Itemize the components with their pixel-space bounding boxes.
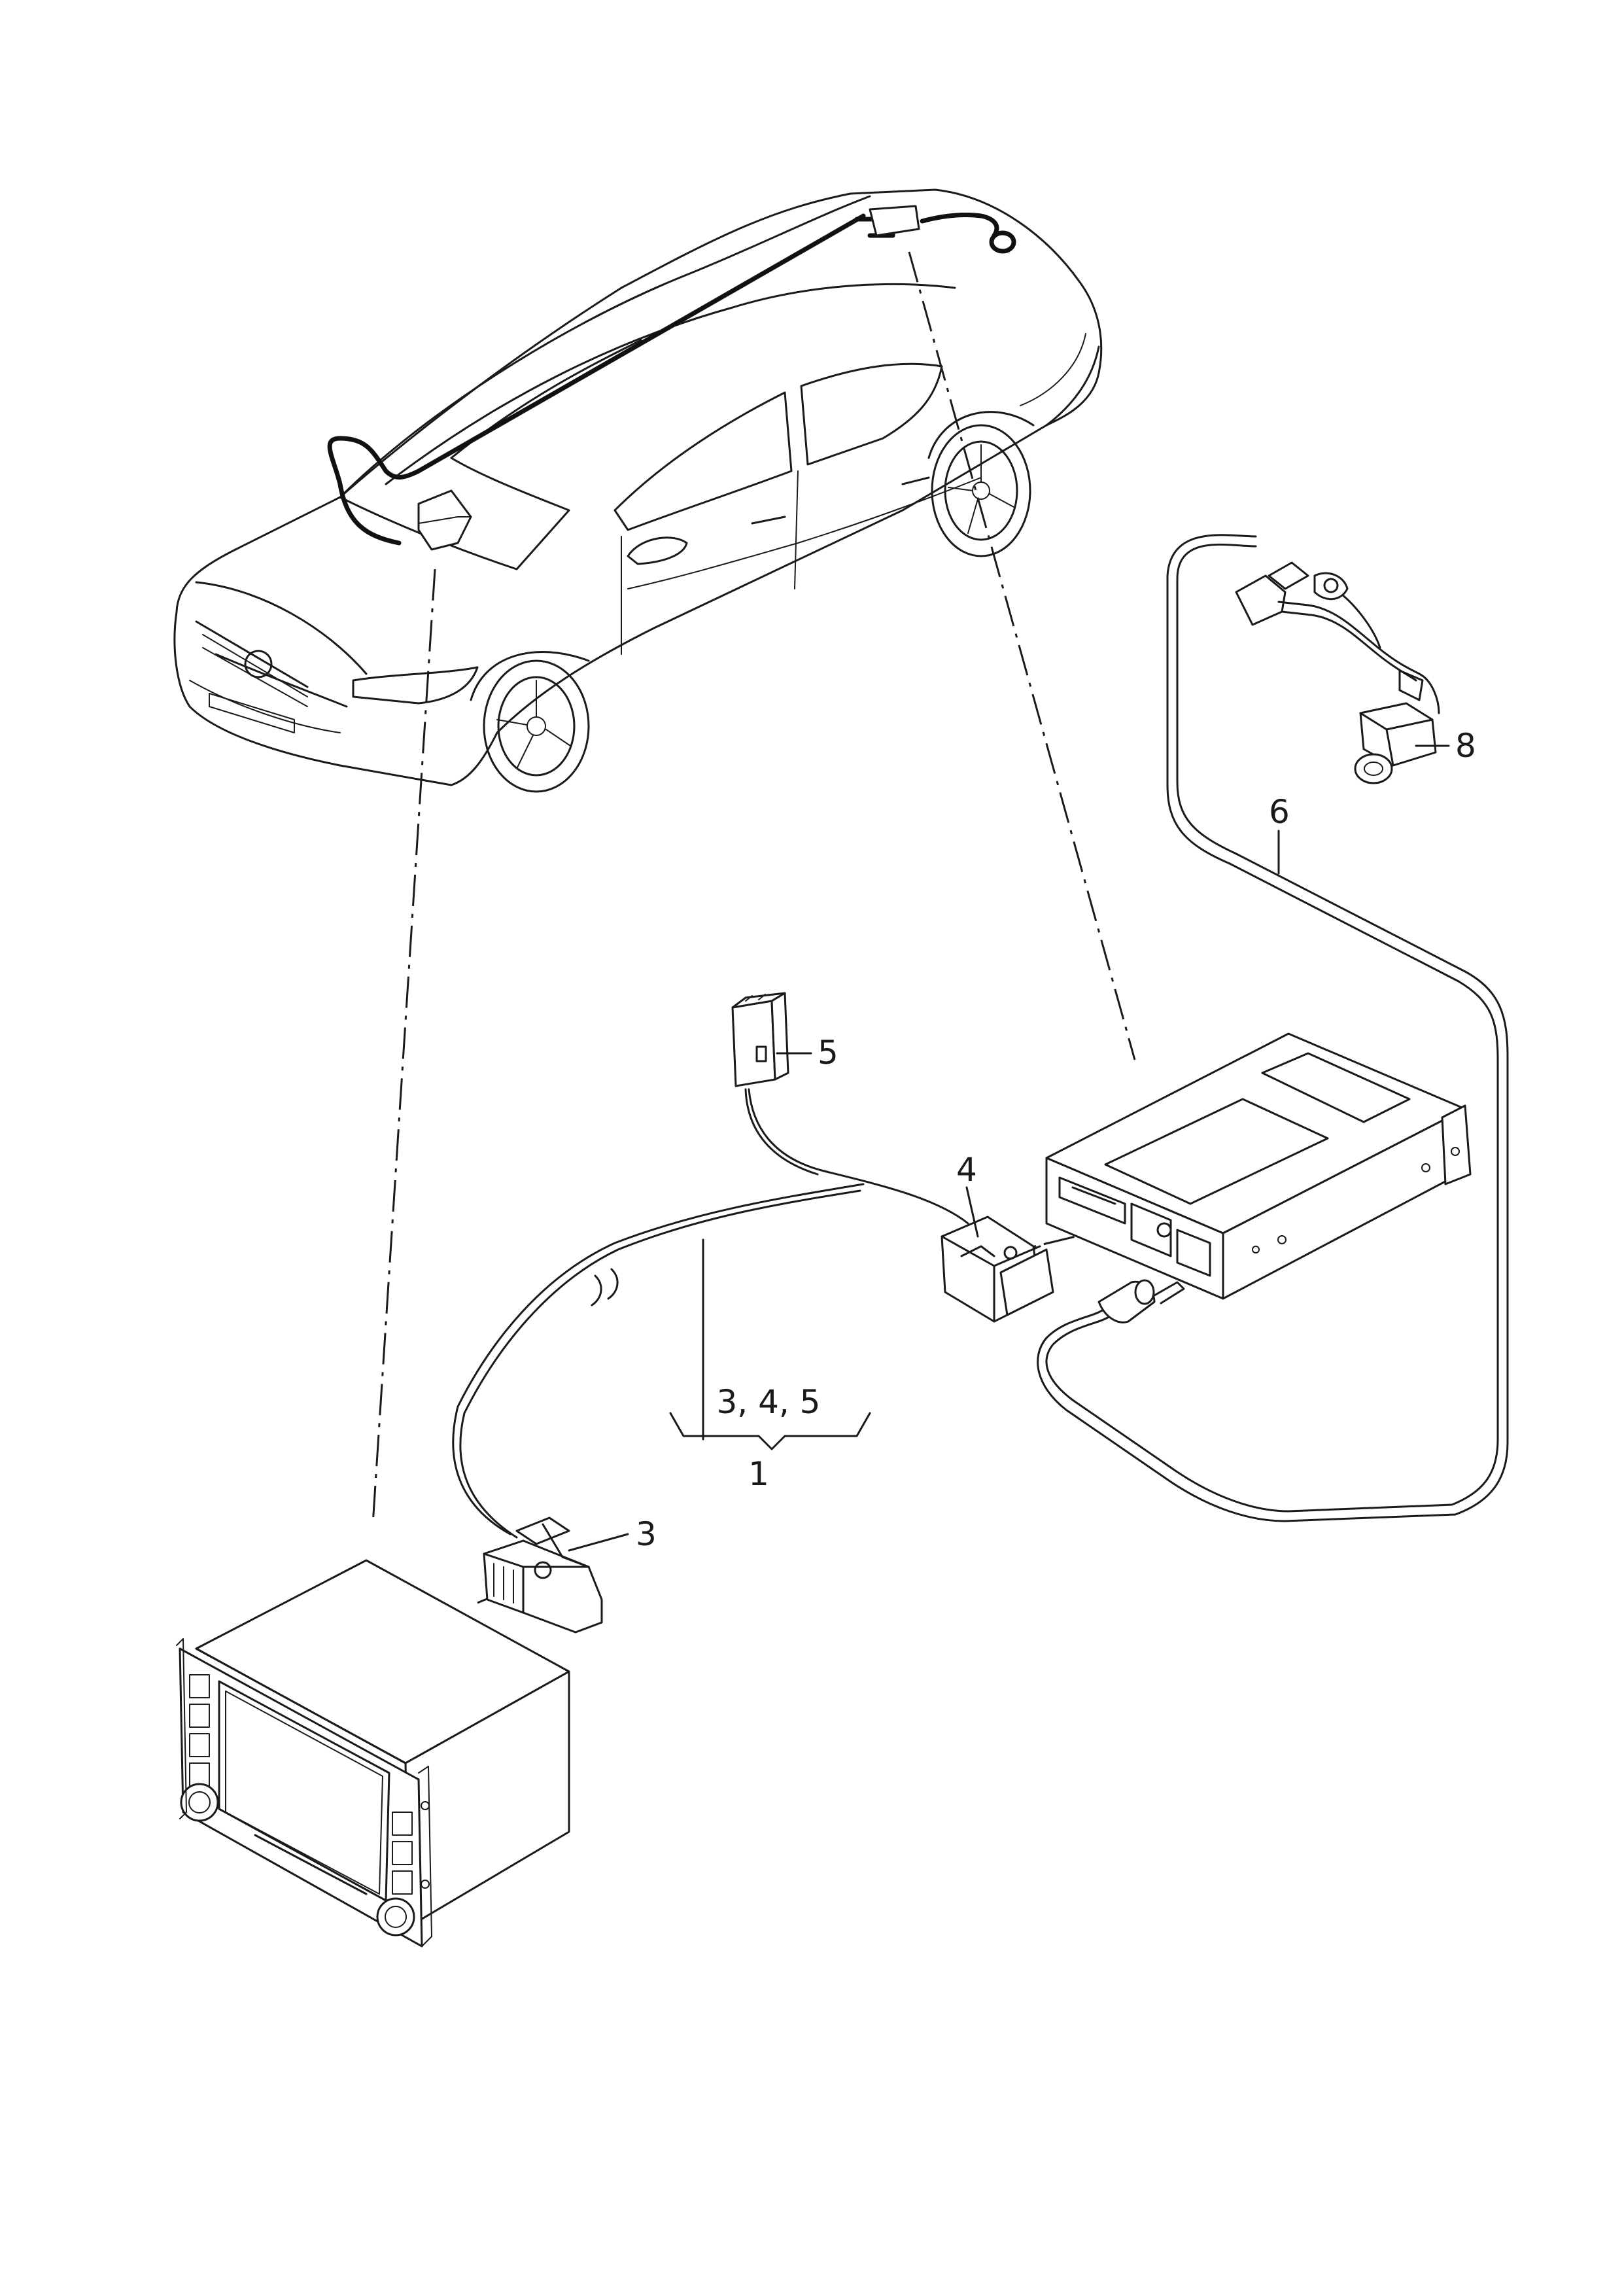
leader-line-radio <box>371 569 436 1525</box>
callout-5: 5 <box>818 1034 838 1072</box>
callout-3: 3 <box>636 1515 657 1553</box>
callout-6: 6 <box>1269 793 1290 831</box>
harness-1-wiring <box>452 1088 969 1539</box>
connector-4-icon <box>941 1216 1054 1323</box>
rear-view-camera-icon <box>1235 561 1440 784</box>
connector-5-icon <box>731 992 789 1087</box>
callout-4: 4 <box>956 1151 977 1189</box>
callout-leaders <box>568 745 1450 1552</box>
cable-6-wiring <box>1037 534 1509 1522</box>
connector-3-icon <box>483 1516 603 1634</box>
vehicle-outline-icon <box>173 188 1103 793</box>
callout-8: 8 <box>1455 727 1476 765</box>
control-unit-box-icon <box>1045 1032 1472 1300</box>
callout-3-4-5: 3, 4, 5 <box>716 1383 820 1421</box>
leader-line-control-unit <box>908 251 1136 1060</box>
callout-1: 1 <box>748 1455 769 1493</box>
radio-navigation-unit-icon <box>176 1559 570 1948</box>
